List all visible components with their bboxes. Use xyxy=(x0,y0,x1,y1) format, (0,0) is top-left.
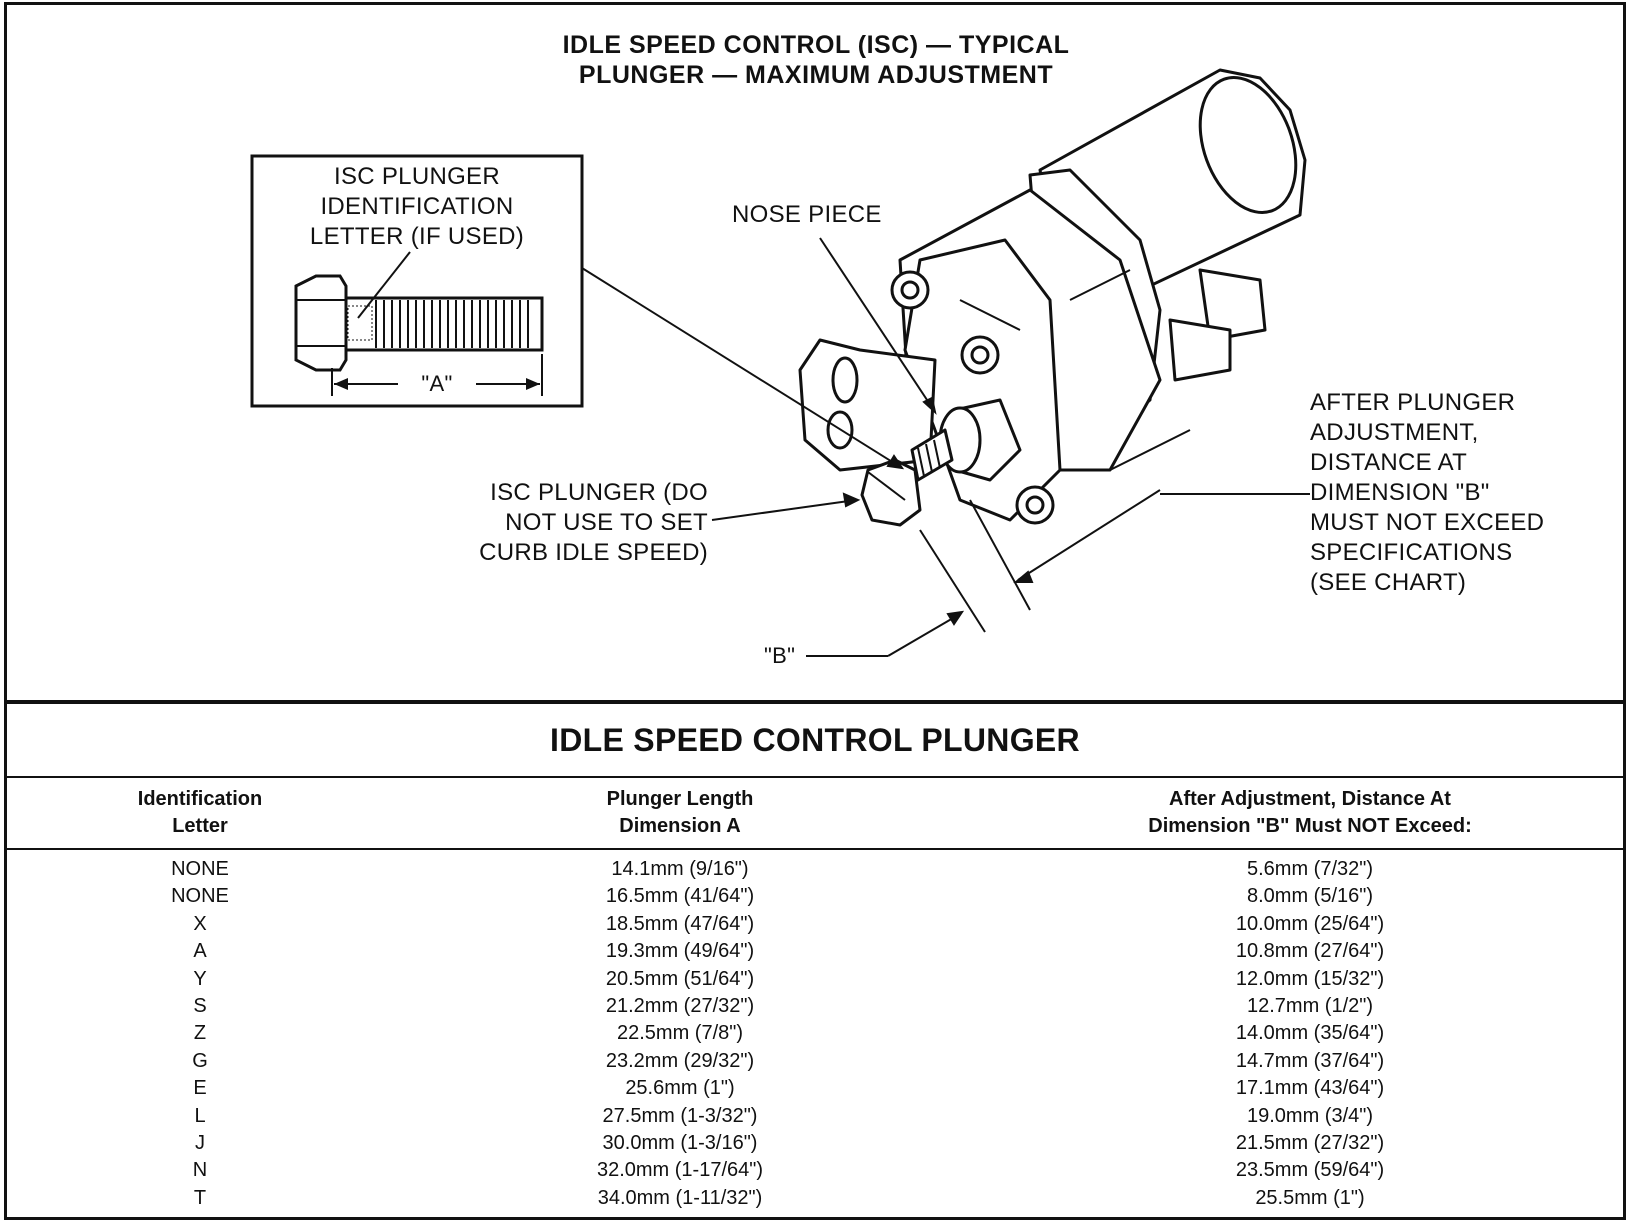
dimension-a-label: "A" xyxy=(421,371,453,396)
cell-identification-letter: NONE xyxy=(171,885,229,908)
cell-max-distance-b: 19.0mm (3/4") xyxy=(1246,1104,1374,1127)
cell-max-distance-b: 10.8mm (27/64") xyxy=(1235,940,1385,963)
cell-plunger-length: 23.2mm (29/32") xyxy=(605,1049,755,1072)
cell-plunger-length: 25.6mm (1") xyxy=(625,1077,735,1100)
inset-label-line: IDENTIFICATION xyxy=(320,193,514,220)
table-row: J 30.0mm (1-3/16") 21.5mm (27/32") xyxy=(0,1130,1632,1157)
cell-identification-letter: S xyxy=(193,994,207,1017)
header-line: Dimension A xyxy=(619,815,741,837)
bolt-shank-icon xyxy=(344,296,544,352)
cell-identification-letter: NONE xyxy=(171,858,229,880)
column-header-distance-b: After Adjustment, Distance At Dimension … xyxy=(1080,786,1540,840)
table-row: S 21.2mm (27/32") 12.7mm (1/2") xyxy=(0,993,1632,1020)
isc-plunger-label-line: CURB IDLE SPEED) xyxy=(479,539,708,566)
header-line: Dimension "B" Must NOT Exceed: xyxy=(1148,815,1472,837)
table-row: E 25.6mm (1") 17.1mm (43/64") xyxy=(0,1075,1632,1102)
cell-plunger-length: 34.0mm (1-11/32") xyxy=(597,1186,763,1209)
cell-plunger-length: 14.1mm (9/16") xyxy=(611,858,749,880)
cell-max-distance-b: 12.7mm (1/2") xyxy=(1246,994,1374,1017)
cell-identification-letter: J xyxy=(195,1131,205,1154)
cell-max-distance-b: 23.5mm (59/64") xyxy=(1235,1159,1385,1182)
header-line: Plunger Length xyxy=(606,788,754,810)
after-label-line: ADJUSTMENT, xyxy=(1310,419,1479,446)
inset-label-line: LETTER (IF USED) xyxy=(309,223,525,250)
figure-frame xyxy=(4,2,1626,1220)
table-row: G 23.2mm (29/32") 14.7mm (37/64") xyxy=(0,1048,1632,1075)
cell-identification-letter: E xyxy=(193,1077,207,1100)
cell-max-distance-b: 14.0mm (35/64") xyxy=(1235,1022,1385,1045)
cell-max-distance-b: 5.6mm (7/32") xyxy=(1246,858,1374,880)
cell-max-distance-b: 14.7mm (37/64") xyxy=(1235,1049,1385,1072)
after-label-line: MUST NOT EXCEED xyxy=(1310,509,1545,536)
isc-plunger-label-line: ISC PLUNGER (DO xyxy=(490,479,708,506)
cell-plunger-length: 19.3mm (49/64") xyxy=(605,940,755,963)
diagram-title-line1: IDLE SPEED CONTROL (ISC) — TYPICAL xyxy=(562,31,1070,59)
table-row: Y 20.5mm (51/64") 12.0mm (15/32") xyxy=(0,966,1632,993)
header-line: Letter xyxy=(172,815,228,837)
table-row: NONE 16.5mm (41/64") 8.0mm (5/16") xyxy=(0,883,1632,910)
bolt-head-icon xyxy=(294,274,348,372)
cell-identification-letter: L xyxy=(194,1104,206,1127)
isc-plunger-label: ISC PLUNGER (DO NOT USE TO SET CURB IDLE… xyxy=(440,478,708,568)
cell-max-distance-b: 10.0mm (25/64") xyxy=(1235,912,1385,935)
table-row: N 32.0mm (1-17/64") 23.5mm (59/64") xyxy=(0,1157,1632,1184)
cell-identification-letter: X xyxy=(193,912,207,935)
after-label-line: (SEE CHART) xyxy=(1310,569,1467,596)
header-line: Identification xyxy=(137,788,263,810)
cell-plunger-length: 21.2mm (27/32") xyxy=(605,994,755,1017)
table-title: IDLE SPEED CONTROL PLUNGER xyxy=(550,722,1080,758)
cell-plunger-length: 20.5mm (51/64") xyxy=(605,967,755,990)
cell-identification-letter: G xyxy=(192,1049,208,1072)
column-header-identification: Identification Letter xyxy=(80,786,320,840)
inset-label: ISC PLUNGER IDENTIFICATION LETTER (IF US… xyxy=(252,162,582,252)
plunger-inset xyxy=(250,154,584,408)
cell-identification-letter: A xyxy=(193,940,207,963)
cell-identification-letter: Z xyxy=(193,1022,207,1045)
table-row: A 19.3mm (49/64") 10.8mm (27/64") xyxy=(0,938,1632,965)
cell-plunger-length: 16.5mm (41/64") xyxy=(605,885,755,908)
section-divider xyxy=(4,700,1626,704)
cell-max-distance-b: 12.0mm (15/32") xyxy=(1235,967,1385,990)
table-row: X 18.5mm (47/64") 10.0mm (25/64") xyxy=(0,911,1632,938)
column-header-plunger-length: Plunger Length Dimension A xyxy=(540,786,820,840)
dimension-b-label: "B" xyxy=(764,643,796,668)
after-label-line: AFTER PLUNGER xyxy=(1310,389,1516,416)
after-label-line: DIMENSION "B" xyxy=(1310,479,1490,506)
isc-motor-body xyxy=(798,68,1307,527)
after-adjustment-label: AFTER PLUNGER ADJUSTMENT, DISTANCE AT DI… xyxy=(1310,388,1544,598)
cell-plunger-length: 18.5mm (47/64") xyxy=(605,912,755,935)
isc-plunger-label-line: NOT USE TO SET xyxy=(505,509,708,536)
cell-max-distance-b: 21.5mm (27/32") xyxy=(1235,1131,1385,1154)
nose-piece-label: NOSE PIECE xyxy=(732,201,882,228)
table-row: Z 22.5mm (7/8") 14.0mm (35/64") xyxy=(0,1020,1632,1047)
table-body: NONE 14.1mm (9/16") 5.6mm (7/32") NONE 16.5m… xyxy=(0,856,1632,1212)
table-header-rule-top xyxy=(4,776,1626,778)
table-row: NONE 14.1mm (9/16") 5.6mm (7/32") xyxy=(0,856,1632,883)
cell-max-distance-b: 25.5mm (1") xyxy=(1255,1186,1365,1209)
cell-plunger-length: 32.0mm (1-17/64") xyxy=(596,1159,764,1182)
cell-plunger-length: 27.5mm (1-3/32") xyxy=(602,1104,758,1127)
table-header-rule-bottom xyxy=(4,848,1626,850)
diagram-title-line2: PLUNGER — MAXIMUM ADJUSTMENT xyxy=(578,61,1054,89)
cell-plunger-length: 22.5mm (7/8") xyxy=(616,1022,744,1045)
header-line: After Adjustment, Distance At xyxy=(1169,788,1451,810)
cell-max-distance-b: 8.0mm (5/16") xyxy=(1246,885,1374,908)
table-row: T 34.0mm (1-11/32") 25.5mm (1") xyxy=(0,1185,1632,1212)
leader-lines xyxy=(581,237,1310,657)
cell-identification-letter: T xyxy=(193,1186,207,1209)
after-label-line: DISTANCE AT xyxy=(1310,449,1468,476)
inset-label-line: ISC PLUNGER xyxy=(333,163,500,190)
isc-illustration xyxy=(250,68,1310,657)
cell-identification-letter: Y xyxy=(193,967,207,990)
table-row: L 27.5mm (1-3/32") 19.0mm (3/4") xyxy=(0,1103,1632,1130)
cell-plunger-length: 30.0mm (1-3/16") xyxy=(602,1131,758,1154)
cell-identification-letter: N xyxy=(192,1159,208,1182)
cell-max-distance-b: 17.1mm (43/64") xyxy=(1235,1077,1385,1100)
after-label-line: SPECIFICATIONS xyxy=(1310,539,1513,566)
